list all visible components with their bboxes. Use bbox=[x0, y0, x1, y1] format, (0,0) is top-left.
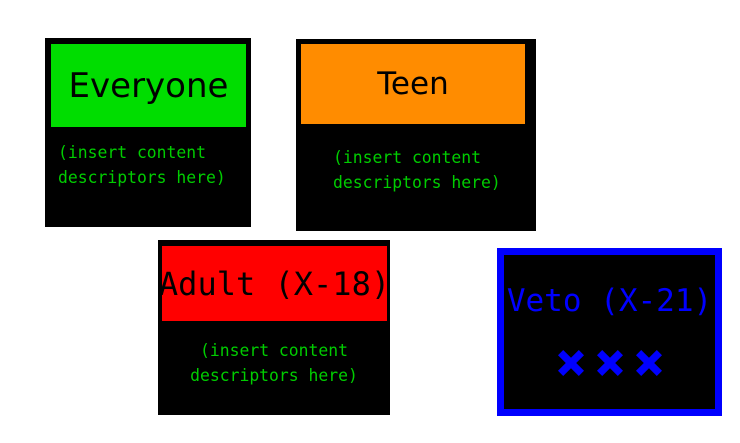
content-descriptors-adult: (insert content descriptors here) bbox=[158, 338, 390, 388]
rating-title-everyone: Everyone bbox=[68, 65, 229, 106]
content-descriptors-teen: (insert content descriptors here) bbox=[333, 145, 501, 195]
rating-header-everyone: Everyone bbox=[51, 44, 246, 127]
content-descriptors-everyone: (insert content descriptors here) bbox=[58, 140, 226, 190]
descriptor-line: descriptors here) bbox=[58, 168, 226, 187]
rating-header-adult: Adult (X-18) bbox=[158, 246, 391, 321]
descriptor-line: (insert content bbox=[199, 341, 349, 360]
rating-title-veto: Veto (X-21) bbox=[506, 283, 713, 319]
rating-title-teen: Teen bbox=[377, 65, 449, 102]
rating-title-adult: Adult (X-18) bbox=[158, 264, 391, 303]
x-mark-icon bbox=[635, 350, 662, 376]
rating-card-adult: Adult (X-18) (insert content descriptors… bbox=[158, 240, 390, 415]
descriptor-line: (insert content bbox=[58, 143, 207, 162]
x-mark-icon bbox=[557, 350, 584, 376]
rating-card-teen: Teen (insert content descriptors here) bbox=[296, 39, 536, 231]
descriptor-line: descriptors here) bbox=[333, 173, 501, 192]
rating-card-everyone: Everyone (insert content descriptors her… bbox=[45, 38, 251, 227]
descriptor-line: descriptors here) bbox=[190, 366, 358, 385]
x-mark-icon bbox=[596, 350, 623, 376]
descriptor-line: (insert content bbox=[333, 148, 482, 167]
rating-header-teen: Teen bbox=[301, 44, 525, 124]
rating-card-veto: Veto (X-21) bbox=[497, 248, 722, 416]
veto-x-marks bbox=[504, 350, 715, 376]
